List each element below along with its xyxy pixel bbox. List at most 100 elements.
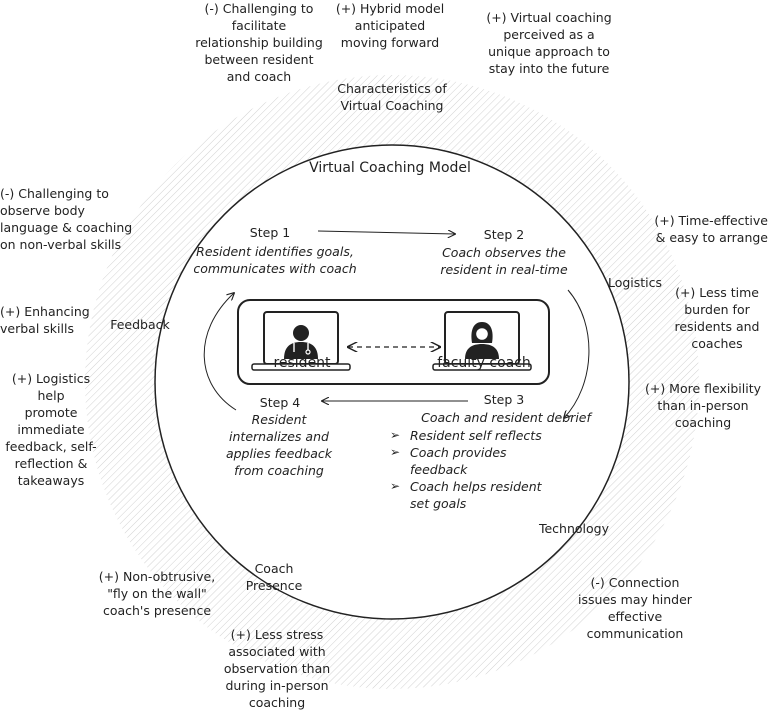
- outer-left-3: (+) Logistics help promote immediate feedba…: [0, 370, 102, 489]
- text-line: anticipated: [354, 18, 426, 33]
- text-line: applies feedback: [225, 446, 333, 461]
- text-line: Presence: [245, 578, 303, 593]
- step2-title: Step 2: [483, 227, 525, 242]
- text-line: moving forward: [340, 35, 440, 50]
- resident-laptop-icon: [251, 311, 351, 371]
- coach-laptop-icon: [432, 311, 532, 371]
- text-line: (+) More flexibility: [644, 381, 762, 396]
- text-line: Resident: [251, 412, 307, 427]
- ring-label-technology: Technology: [538, 521, 610, 536]
- text-line: Virtual Coaching: [340, 98, 444, 113]
- text-line: Characteristics of: [337, 81, 447, 96]
- step3-title: Step 3: [483, 392, 525, 407]
- text-line: (-) Connection: [590, 575, 680, 590]
- text-line: feedback, self-: [5, 439, 97, 454]
- text-line: (+) Virtual coaching: [486, 10, 612, 25]
- arrow-step1-to-step2: [317, 231, 455, 234]
- list-item-line: Coach helps resident: [410, 479, 542, 494]
- text-line: coaching: [248, 695, 306, 710]
- text-line: promote: [24, 405, 78, 420]
- text-line: from coaching: [234, 463, 324, 478]
- text-line: associated with: [228, 644, 326, 659]
- text-line: (+) Time-effective: [654, 213, 768, 228]
- arrow-step2-to-step3: [564, 289, 590, 418]
- step1-title: Step 1: [249, 225, 291, 240]
- text-line: (-) Challenging to: [204, 1, 314, 16]
- text-line: (-) Challenging to: [0, 186, 109, 201]
- model-title: Virtual Coaching Model: [309, 160, 471, 176]
- text-line: Coach observes the: [442, 245, 566, 260]
- text-line: Resident identifies goals,: [196, 244, 354, 259]
- list-item: ➢ Coach helps resident set goals: [388, 478, 548, 512]
- text-line: (+) Hybrid model: [335, 1, 445, 16]
- outer-bottom-middle: (+) Less stress associated with observatio…: [209, 626, 345, 711]
- outer-bottom-right: (-) Connection issues may hinder effective…: [560, 574, 710, 642]
- outer-left-1: (-) Challenging to observe body language &…: [0, 185, 165, 253]
- step4-desc: Resident internalizes and applies feedback…: [214, 411, 344, 479]
- resident-label: resident: [273, 355, 331, 371]
- text-line: "fly on the wall": [107, 586, 207, 601]
- text-line: communicates with coach: [193, 261, 357, 276]
- outer-left-2: (+) Enhancing verbal skills: [0, 303, 120, 337]
- faculty-coach-label: faculty coach: [437, 355, 531, 371]
- text-line: resident in real-time: [440, 262, 568, 277]
- coach-person-icon: [465, 322, 499, 359]
- step3-bullets: ➢ Resident self reflects ➢ Coach provides fe…: [388, 427, 548, 512]
- text-line: coaches: [691, 336, 743, 351]
- step4-title: Step 4: [259, 395, 301, 410]
- text-line: Coach: [254, 561, 294, 576]
- text-line: internalizes and: [229, 429, 329, 444]
- text-line: observation than: [223, 661, 331, 676]
- bullet-arrow-icon: ➢: [390, 428, 401, 442]
- text-line: (+) Enhancing: [0, 304, 90, 319]
- text-line: issues may hinder: [578, 592, 692, 607]
- list-item: ➢ Coach provides feedback: [388, 444, 548, 478]
- arrow-step4-to-step1: [203, 293, 237, 411]
- text-line: immediate: [17, 422, 85, 437]
- list-item-line: feedback: [410, 462, 468, 477]
- outer-top-middle: (+) Hybrid model anticipated moving forwar…: [328, 0, 452, 51]
- text-line: effective: [607, 609, 663, 624]
- text-line: coach's presence: [102, 603, 212, 618]
- text-line: & easy to arrange: [655, 230, 768, 245]
- outer-bottom-left: (+) Non-obtrusive,"fly on the wall"coach…: [84, 568, 230, 619]
- bullet-arrow-icon: ➢: [390, 445, 401, 459]
- text-line: facilitate: [231, 18, 287, 33]
- text-line: communication: [586, 626, 684, 641]
- text-line: reflection &: [14, 456, 88, 471]
- outer-right-2: (+) Less time burden for residents and coac…: [664, 284, 770, 352]
- text-line: (+) Less stress: [230, 627, 324, 642]
- list-item-line: Resident self reflects: [410, 428, 542, 443]
- text-line: between resident: [204, 52, 314, 67]
- doctor-icon: [284, 325, 318, 359]
- list-item: ➢ Resident self reflects: [388, 427, 548, 444]
- text-line: stay into the future: [488, 61, 610, 76]
- text-line: than in-person: [657, 398, 749, 413]
- text-line: coaching: [674, 415, 732, 430]
- ring-label-logistics: Logistics: [607, 275, 663, 290]
- text-line: observe body: [0, 203, 85, 218]
- text-line: during in-person: [225, 678, 329, 693]
- text-line: on non-verbal skills: [0, 237, 122, 252]
- text-line: language & coaching: [0, 220, 133, 235]
- text-line: relationship building: [195, 35, 323, 50]
- text-line: verbal skills: [0, 321, 74, 336]
- text-line: unique approach to: [488, 44, 610, 59]
- text-line: residents and: [674, 319, 760, 334]
- step1-desc: Resident identifies goals, communicates w…: [192, 243, 358, 277]
- outer-top-right: (+) Virtual coaching perceived as a unique…: [474, 9, 624, 77]
- text-line: burden for: [684, 302, 750, 317]
- step3-desc: Coach and resident debrief: [421, 410, 591, 425]
- text-line: perceived as a: [503, 27, 595, 42]
- text-line: takeaways: [17, 473, 85, 488]
- text-line: (+) Less time: [675, 285, 759, 300]
- text-line: and coach: [226, 69, 292, 84]
- text-line: (+) Logistics help: [11, 371, 91, 403]
- bullet-arrow-icon: ➢: [390, 479, 401, 493]
- list-item-line: set goals: [410, 496, 467, 511]
- list-item-line: Coach provides: [410, 445, 507, 460]
- step2-desc: Coach observes the resident in real-time: [424, 244, 584, 278]
- outer-right-3: (+) More flexibility than in-person coachi…: [632, 380, 774, 431]
